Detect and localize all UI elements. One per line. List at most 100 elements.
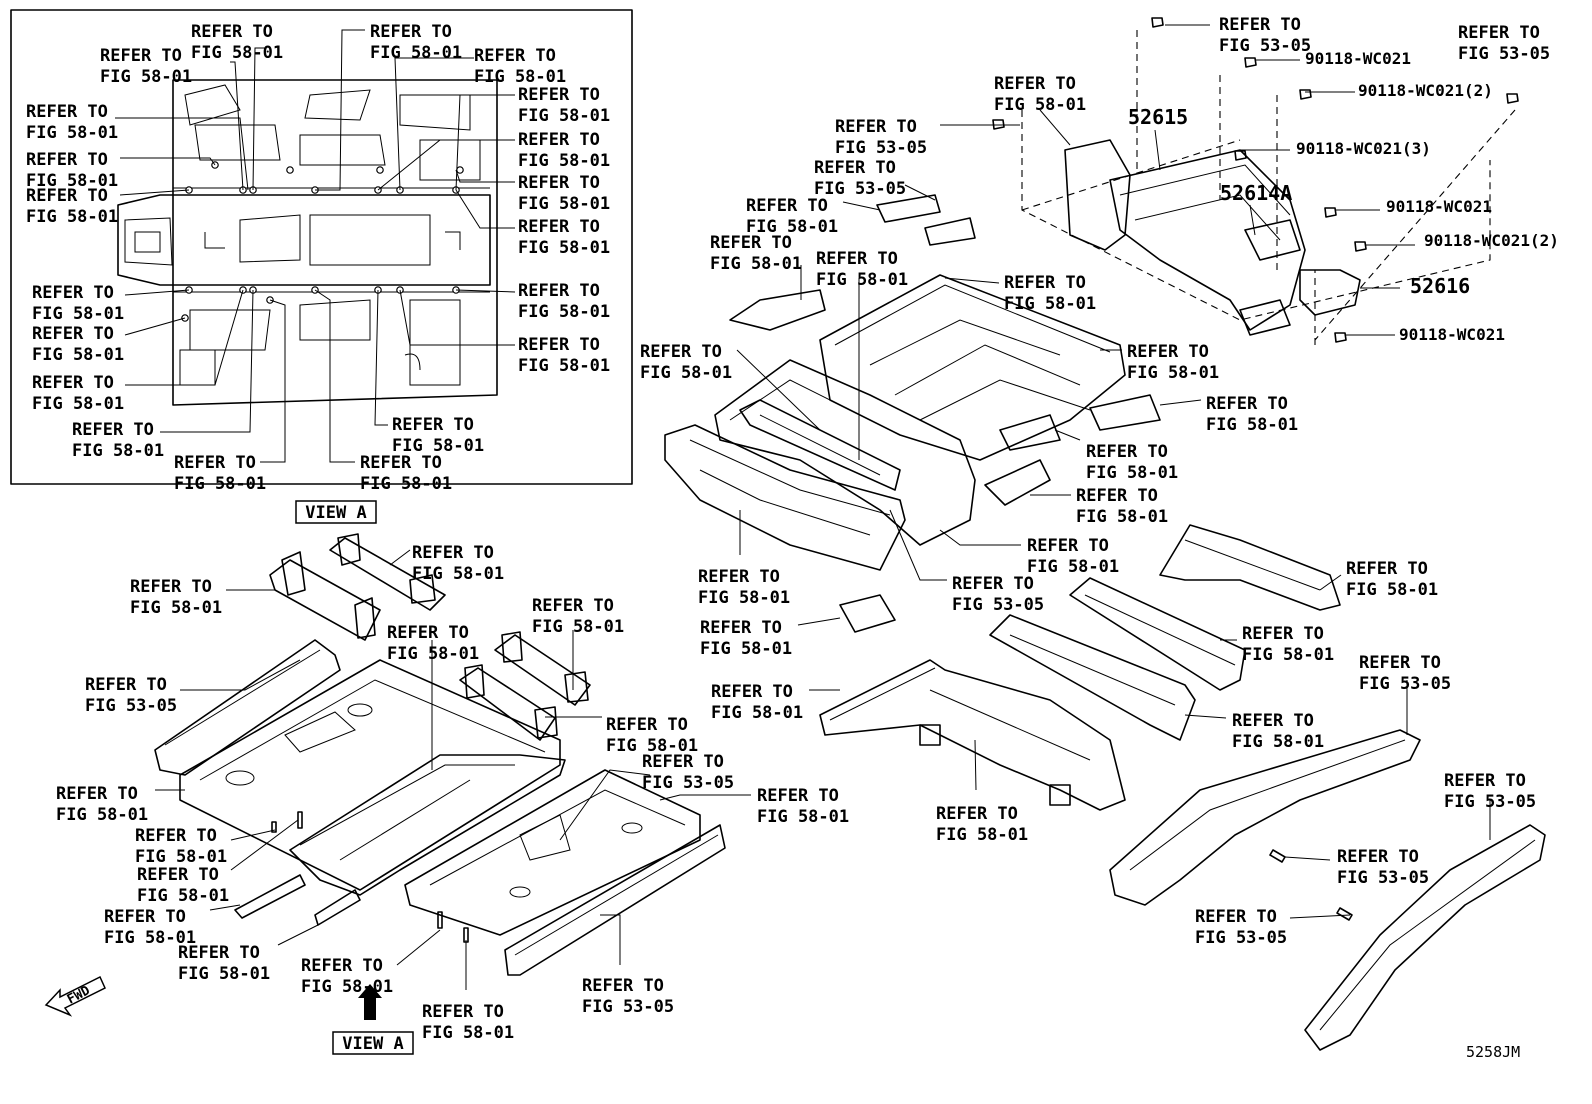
bolt-icon: [1244, 57, 1257, 68]
rear-crossmember-assembly: [965, 17, 1519, 345]
figure-reference-text: FIG 58-01: [178, 964, 270, 984]
figure-reference-text: FIG 58-01: [1127, 363, 1219, 383]
leader-line: [120, 157, 216, 166]
bolt-icon: [1324, 207, 1337, 218]
refer-to-text: REFER TO: [710, 233, 792, 253]
refer-to-text: REFER TO: [1346, 559, 1428, 579]
figure-reference-text: FIG 58-01: [1232, 732, 1324, 752]
refer-to-text: REFER TO: [518, 217, 600, 237]
refer-to-text: REFER TO: [360, 453, 442, 473]
refer-to-text: REFER TO: [1127, 342, 1209, 362]
figure-reference-text: FIG 58-01: [72, 441, 164, 461]
leader-line: [374, 289, 388, 426]
leader-line: [119, 189, 190, 196]
leader-line: [125, 289, 244, 386]
part-number-b5: 90118-WC021(2): [1424, 231, 1559, 250]
refer-to-text: REFER TO: [72, 420, 154, 440]
part-number-b2: 90118-WC021(2): [1358, 81, 1493, 100]
refer-to-text: REFER TO: [606, 715, 688, 735]
refer-to-text: REFER TO: [412, 543, 494, 563]
figure-reference-text: FIG 58-01: [32, 304, 124, 324]
figure-reference-text: FIG 58-01: [746, 217, 838, 237]
figure-reference-text: FIG 58-01: [518, 302, 610, 322]
refer-to-text: REFER TO: [532, 596, 614, 616]
refer-to-text: REFER TO: [191, 22, 273, 42]
leader-line: [455, 289, 516, 293]
refer-to-text: REFER TO: [422, 1002, 504, 1022]
figure-reference-text: FIG 58-01: [698, 588, 790, 608]
leader-line: [315, 29, 365, 191]
figure-reference-text: FIG 58-01: [518, 194, 610, 214]
leader-line: [124, 289, 190, 296]
view-a-label-bottom: VIEW A: [332, 1031, 414, 1055]
figure-reference-text: FIG 58-01: [640, 363, 732, 383]
refer-to-text: REFER TO: [1219, 15, 1301, 35]
rear-side-members: [809, 524, 1546, 1051]
refer-to-text: REFER TO: [32, 283, 114, 303]
figure-reference-text: FIG 58-01: [301, 977, 393, 997]
figure-reference-text: FIG 58-01: [518, 238, 610, 258]
bolt-icon: [1299, 89, 1312, 100]
inset-view-frame: [10, 9, 633, 485]
figure-reference-text: FIG 53-05: [1458, 44, 1550, 64]
refer-to-text: REFER TO: [1242, 624, 1324, 644]
refer-to-text: REFER TO: [178, 943, 260, 963]
refer-to-text: REFER TO: [104, 907, 186, 927]
figure-reference-text: FIG 53-05: [85, 696, 177, 716]
figure-reference-text: FIG 58-01: [994, 95, 1086, 115]
refer-to-text: REFER TO: [518, 335, 600, 355]
figure-reference-text: FIG 58-01: [56, 805, 148, 825]
leader-line: [252, 47, 265, 191]
figure-reference-text: FIG 58-01: [104, 928, 196, 948]
figure-reference-text: FIG 58-01: [137, 886, 229, 906]
refer-to-text: REFER TO: [1232, 711, 1314, 731]
refer-to-text: REFER TO: [1004, 273, 1086, 293]
refer-to-text: REFER TO: [32, 373, 114, 393]
refer-to-text: REFER TO: [474, 46, 556, 66]
part-number-p52616: 52616: [1410, 274, 1470, 298]
leader-line: [394, 57, 474, 191]
part-number-p52615: 52615: [1128, 105, 1188, 129]
fwd-arrow: [44, 975, 106, 1017]
refer-to-text: REFER TO: [711, 682, 793, 702]
refer-to-text: REFER TO: [518, 281, 600, 301]
refer-to-text: REFER TO: [85, 675, 167, 695]
figure-reference-text: FIG 53-05: [952, 595, 1044, 615]
figure-reference-text: FIG 58-01: [100, 67, 192, 87]
part-number-b1: 90118-WC021: [1305, 49, 1411, 68]
bolt-icon: [1506, 93, 1519, 104]
refer-to-text: REFER TO: [936, 804, 1018, 824]
refer-to-text: REFER TO: [518, 130, 600, 150]
figure-reference-text: FIG 58-01: [26, 207, 118, 227]
view-a-label-top: VIEW A: [295, 500, 377, 524]
figure-reference-text: FIG 58-01: [26, 123, 118, 143]
figure-reference-text: FIG 58-01: [1242, 645, 1334, 665]
figure-reference-text: FIG 58-01: [26, 171, 118, 191]
part-number-b4: 90118-WC021: [1386, 197, 1492, 216]
figure-reference-text: FIG 58-01: [1086, 463, 1178, 483]
refer-to-text: REFER TO: [746, 196, 828, 216]
figure-reference-text: FIG 58-01: [532, 617, 624, 637]
figure-reference-text: FIG 58-01: [174, 474, 266, 494]
leader-line: [160, 289, 254, 433]
refer-to-text: REFER TO: [370, 22, 452, 42]
bolt-icon: [992, 119, 1005, 130]
leader-line: [260, 299, 286, 463]
refer-to-text: REFER TO: [135, 826, 217, 846]
refer-to-text: REFER TO: [1086, 442, 1168, 462]
leader-line: [377, 139, 515, 191]
figure-reference-text: FIG 58-01: [387, 644, 479, 664]
figure-reference-text: FIG 58-01: [32, 345, 124, 365]
figure-reference-text: FIG 58-01: [700, 639, 792, 659]
figure-reference-text: FIG 58-01: [1076, 507, 1168, 527]
refer-to-text: REFER TO: [174, 453, 256, 473]
figure-reference-text: FIG 58-01: [1027, 557, 1119, 577]
refer-to-text: REFER TO: [1458, 23, 1540, 43]
refer-to-text: REFER TO: [1027, 536, 1109, 556]
figure-reference-text: FIG 58-01: [711, 703, 803, 723]
refer-to-text: REFER TO: [994, 74, 1076, 94]
figure-reference-text: FIG 58-01: [518, 151, 610, 171]
refer-to-text: REFER TO: [301, 956, 383, 976]
figure-reference-text: FIG 58-01: [370, 43, 462, 63]
